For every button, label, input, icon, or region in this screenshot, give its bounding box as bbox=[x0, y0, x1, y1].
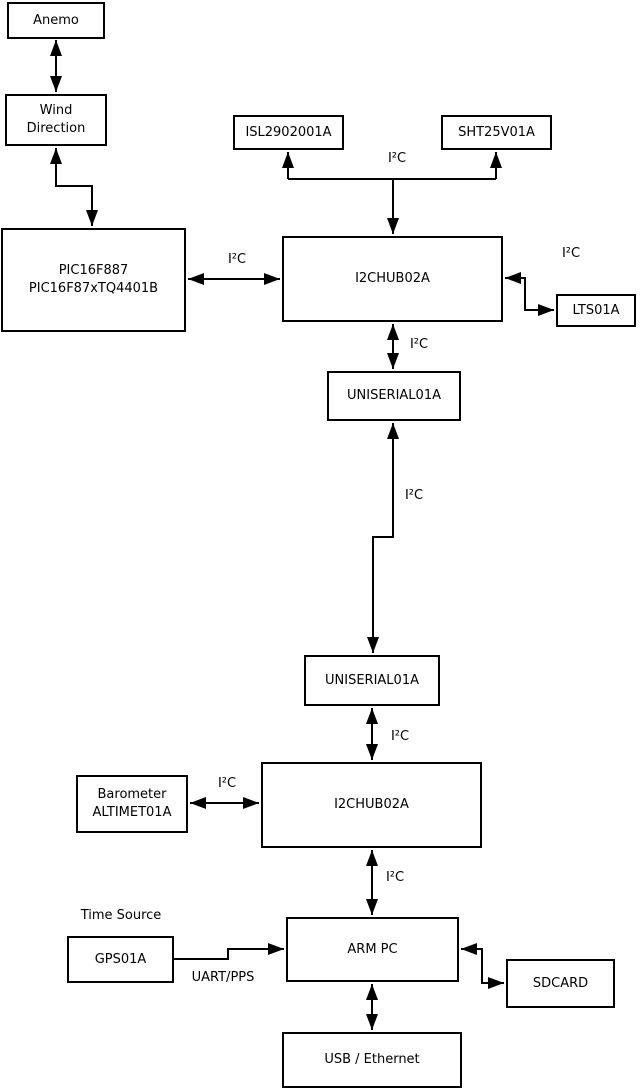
node-usb-ethernet-label: USB / Ethernet bbox=[324, 1052, 420, 1067]
node-i2chub02a-lower-label: I2CHUB02A bbox=[334, 797, 409, 812]
connector-wind-direction-pic bbox=[50, 148, 98, 226]
edge-label-i2c-barometer-hub2: I²C bbox=[217, 776, 237, 791]
node-barometer-altimet01a-label: Barometer ALTIMET01A bbox=[92, 787, 172, 820]
caption-time-source: Time Source bbox=[80, 908, 162, 923]
connector-hub1-lts bbox=[505, 272, 554, 316]
node-uniserial01a-upper: UNISERIAL01A bbox=[327, 371, 461, 421]
edge-label-i2c-uniserial2-hub2: I²C bbox=[390, 729, 410, 744]
node-isl2902001a-label: ISL2902001A bbox=[245, 124, 332, 140]
node-sht25v01a-label: SHT25V01A bbox=[458, 124, 535, 140]
node-wind-direction-label: Wind Direction bbox=[26, 103, 86, 136]
edge-label-i2c-uniserial1-uniserial2: I²C bbox=[404, 488, 424, 503]
node-uniserial01a-lower-label: UNISERIAL01A bbox=[325, 672, 419, 688]
node-i2chub02a-upper: I2CHUB02A bbox=[282, 236, 503, 322]
node-usb-ethernet: USB / Ethernet bbox=[282, 1032, 462, 1088]
node-uniserial01a-lower: UNISERIAL01A bbox=[304, 655, 440, 706]
node-gps01a-label: GPS01A bbox=[94, 951, 147, 967]
node-anemo-label: Anemo bbox=[33, 12, 79, 28]
node-gps01a: GPS01A bbox=[67, 936, 174, 983]
node-arm-pc-label: ARM PC bbox=[347, 941, 398, 957]
node-arm-pc: ARM PC bbox=[286, 917, 459, 982]
edge-label-i2c-hub2-armpc: I²C bbox=[385, 870, 405, 885]
connector-uniserial1-uniserial2 bbox=[367, 423, 399, 653]
connector-armpc-sdcard bbox=[461, 943, 504, 989]
connector-gps-armpc bbox=[173, 943, 284, 960]
edge-label-i2c-pic-hub1: I²C bbox=[227, 252, 247, 267]
node-isl2902001a: ISL2902001A bbox=[233, 115, 344, 150]
edge-label-i2c-hub1-uniserial1: I²C bbox=[409, 337, 429, 352]
node-sdcard-label: SDCARD bbox=[532, 975, 589, 991]
node-sdcard: SDCARD bbox=[506, 959, 615, 1008]
edge-label-i2c-isl-sht: I²C bbox=[387, 151, 407, 166]
node-i2chub02a-lower: I2CHUB02A bbox=[261, 762, 482, 848]
node-lts01a-label: LTS01A bbox=[572, 302, 620, 318]
node-anemo: Anemo bbox=[7, 2, 105, 39]
node-uniserial01a-upper-label: UNISERIAL01A bbox=[347, 388, 441, 403]
edge-label-i2c-hub1-lts: I²C bbox=[561, 246, 581, 261]
node-barometer-altimet01a: Barometer ALTIMET01A bbox=[76, 775, 188, 833]
node-lts01a: LTS01A bbox=[556, 294, 636, 327]
node-sht25v01a: SHT25V01A bbox=[441, 115, 552, 150]
node-i2chub02a-upper-label: I2CHUB02A bbox=[355, 271, 430, 286]
node-pic16f887-label: PIC16F887 PIC16F87xTQ4401B bbox=[28, 263, 159, 296]
node-wind-direction: Wind Direction bbox=[5, 94, 107, 146]
node-pic16f887: PIC16F887 PIC16F87xTQ4401B bbox=[1, 228, 186, 332]
edge-label-uart-pps: UART/PPS bbox=[191, 970, 255, 985]
